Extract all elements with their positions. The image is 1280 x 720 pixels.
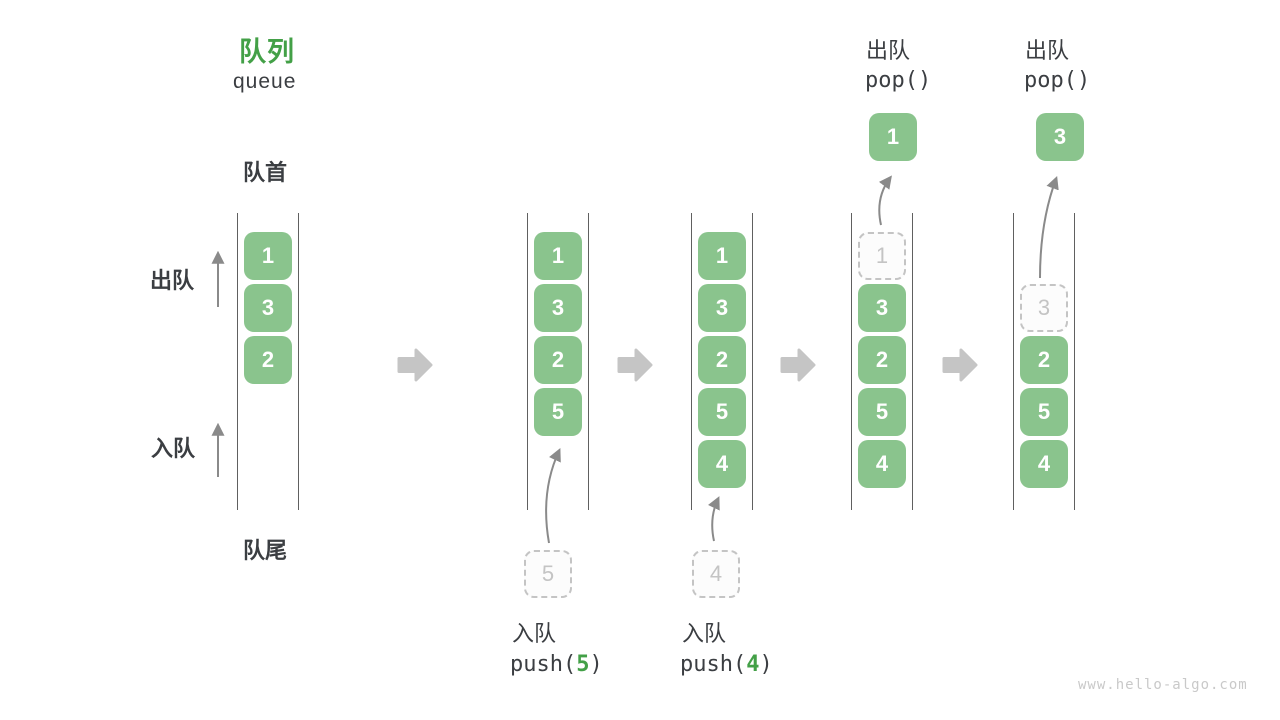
op-label-enqueue: 入队 — [682, 621, 727, 646]
watermark: www.hello-algo.com — [1078, 677, 1248, 693]
queue-cell: 2 — [534, 336, 582, 384]
queue-cell: 1 — [698, 232, 746, 280]
queue-rail-state-2 — [527, 213, 589, 510]
op-code-push-5: push(5) — [510, 652, 603, 677]
queue-cell: 3 — [244, 284, 292, 332]
queue-cell: 5 — [858, 388, 906, 436]
queue-cell: 5 — [534, 388, 582, 436]
queue-cell: 4 — [698, 440, 746, 488]
queue-rail-state-3 — [691, 213, 753, 510]
popped-cell: 3 — [1036, 113, 1084, 161]
next-state-arrow-icon — [397, 348, 433, 382]
op-code-push-4: push(4) — [680, 652, 773, 677]
ghost-cell: 3 — [1020, 284, 1068, 332]
queue-rail-state-4 — [851, 213, 913, 510]
diagram-title-zh: 队列 — [239, 37, 295, 67]
pending-cell: 4 — [692, 550, 740, 598]
next-state-arrow-icon — [617, 348, 653, 382]
queue-cell: 1 — [244, 232, 292, 280]
op-label-enqueue: 入队 — [512, 621, 557, 646]
ghost-cell: 1 — [858, 232, 906, 280]
queue-cell: 4 — [1020, 440, 1068, 488]
label-enqueue: 入队 — [151, 436, 196, 461]
queue-rail-state-5 — [1013, 213, 1075, 510]
label-queue-rear: 队尾 — [243, 538, 288, 563]
queue-cell: 5 — [698, 388, 746, 436]
queue-cell: 3 — [534, 284, 582, 332]
queue-cell: 3 — [698, 284, 746, 332]
queue-cell: 4 — [858, 440, 906, 488]
code-close: ) — [589, 652, 603, 677]
code-fn: push( — [510, 652, 577, 677]
queue-cell: 1 — [534, 232, 582, 280]
queue-cell: 2 — [244, 336, 292, 384]
next-state-arrow-icon — [942, 348, 978, 382]
code-arg: 5 — [576, 652, 590, 677]
op-label-dequeue: 出队 — [866, 38, 911, 63]
queue-rail-state-1 — [237, 213, 299, 510]
code-close: ) — [759, 652, 773, 677]
queue-cell: 2 — [858, 336, 906, 384]
op-code-pop: pop() — [1024, 68, 1091, 93]
label-dequeue: 出队 — [150, 268, 195, 293]
label-queue-front: 队首 — [243, 160, 288, 185]
pending-cell: 5 — [524, 550, 572, 598]
queue-cell: 3 — [858, 284, 906, 332]
code-fn: push( — [680, 652, 747, 677]
popped-cell: 1 — [869, 113, 917, 161]
code-arg: 4 — [746, 652, 760, 677]
queue-cell: 2 — [1020, 336, 1068, 384]
diagram-title-en: queue — [233, 70, 297, 93]
queue-cell: 5 — [1020, 388, 1068, 436]
op-code-pop: pop() — [865, 68, 932, 93]
op-label-dequeue: 出队 — [1025, 38, 1070, 63]
next-state-arrow-icon — [780, 348, 816, 382]
queue-cell: 2 — [698, 336, 746, 384]
